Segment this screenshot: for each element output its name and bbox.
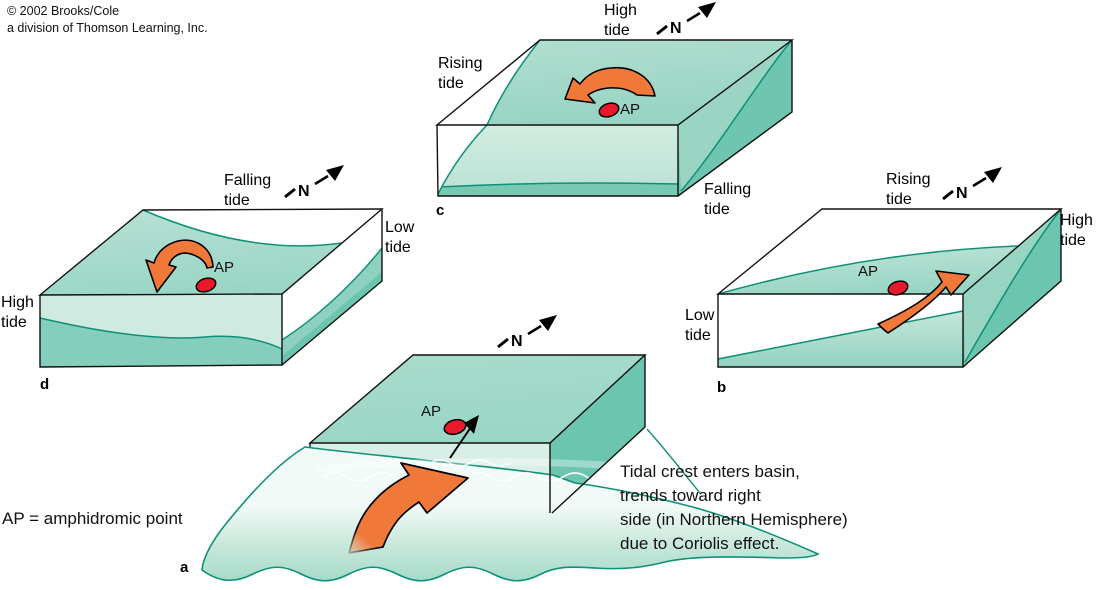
b-right-waterline — [964, 208, 1062, 363]
d-air-wedge — [143, 209, 382, 246]
d-right-waterline — [281, 247, 383, 341]
coriolis-caption: Tidal crest enters basin, trends toward … — [620, 460, 890, 556]
d-label-falling-tide: Falling tide — [224, 172, 272, 209]
compass-n-label: N — [511, 333, 523, 350]
caption-line2: trends toward right — [620, 486, 761, 505]
b-label-low-tide: Low tide — [685, 307, 715, 344]
b-ap-label: AP — [858, 263, 879, 280]
north-arrow-icon — [698, 2, 716, 18]
copyright: © 2002 Brooks/Cole a division of Thomson… — [7, 3, 208, 37]
diagram-b-basin — [716, 208, 1063, 368]
compass-dash — [284, 187, 296, 199]
caption-line3: side (in Northern Hemisphere) — [620, 510, 848, 529]
b-amphidromic-point-dot — [887, 280, 909, 296]
c-label-falling-tide: Falling tide — [704, 181, 752, 218]
c-label-rising-tide: Rising tide — [438, 55, 483, 92]
compass-dash — [656, 24, 668, 36]
b-front-waterline — [717, 310, 964, 360]
diagram-c-basin — [435, 39, 795, 197]
a-ap-label: AP — [421, 403, 442, 420]
d-amphidromic-point-dot — [195, 277, 217, 293]
compass-a: N — [497, 315, 557, 350]
b-right-upper-band — [963, 209, 1061, 362]
c-front-face — [438, 125, 678, 196]
c-panel-letter: c — [436, 202, 445, 219]
compass-b: N — [942, 167, 1002, 202]
d-label-low-tide: Low tide — [385, 219, 415, 256]
caption-line1: Tidal crest enters basin, — [620, 462, 800, 481]
d-ap-label: AP — [214, 259, 235, 276]
diagram-d-basin — [38, 208, 384, 368]
ap-legend: AP = amphidromic point — [2, 509, 183, 528]
compass-c: N — [656, 2, 716, 37]
c-front-deep-band — [438, 183, 678, 196]
b-box-edges — [716, 208, 1063, 368]
c-box-edges — [435, 39, 795, 197]
d-right-deep-band — [282, 272, 382, 365]
compass-n-label: N — [670, 20, 682, 37]
caption-line4: due to Coriolis effect. — [620, 534, 780, 553]
b-rotation-arrow — [877, 270, 970, 334]
compass-shaft — [314, 174, 329, 186]
compass-shaft — [686, 11, 701, 23]
compass-dash — [497, 337, 509, 349]
north-arrow-icon — [326, 165, 344, 181]
north-arrow-icon — [539, 315, 557, 331]
a-box-edges — [308, 354, 647, 514]
b-label-high-tide: High tide — [1060, 212, 1093, 249]
c-air-wedge — [437, 40, 540, 194]
a-tidal-current-arrow — [348, 462, 469, 554]
d-front-waterline — [39, 317, 283, 350]
compass-shaft — [972, 176, 987, 188]
copyright-line1: © 2002 Brooks/Cole — [7, 4, 120, 18]
d-panel-letter: d — [40, 376, 50, 393]
d-label-high-tide: High tide — [1, 294, 34, 331]
c-ap-label: AP — [620, 101, 641, 118]
diagram-a-basin — [201, 354, 820, 582]
a-amphidromic-point-dot — [443, 418, 467, 436]
a-right-face — [550, 355, 645, 515]
compass-dash — [942, 189, 954, 201]
d-rotation-arrow — [145, 239, 214, 293]
compass-n-label: N — [298, 183, 310, 200]
b-right-face — [963, 209, 1061, 367]
compass-d: N — [284, 165, 344, 200]
b-panel-letter: b — [717, 379, 727, 396]
a-top-water-surface — [310, 355, 645, 443]
c-amphidromic-point-dot — [598, 102, 620, 118]
compass-n-label: N — [956, 185, 968, 202]
c-right-upper-band — [678, 40, 792, 191]
b-front-water — [718, 311, 963, 367]
compass-shaft — [527, 324, 542, 336]
c-front-waterline — [437, 182, 679, 188]
c-right-waterline — [680, 39, 793, 192]
a-panel-letter: a — [180, 559, 189, 576]
b-top-waterline — [717, 245, 1019, 295]
a-wave-fold-line — [646, 428, 701, 494]
b-label-rising-tide: Rising tide — [886, 171, 931, 208]
copyright-line2: a division of Thomson Learning, Inc. — [7, 21, 208, 35]
a-direction-arrow — [449, 415, 479, 459]
c-label-high-tide: High tide — [604, 2, 637, 39]
north-arrow-icon — [984, 167, 1002, 183]
d-top-waterline — [142, 209, 343, 247]
c-rotation-arrow — [564, 67, 656, 104]
d-box-edges — [38, 208, 384, 368]
